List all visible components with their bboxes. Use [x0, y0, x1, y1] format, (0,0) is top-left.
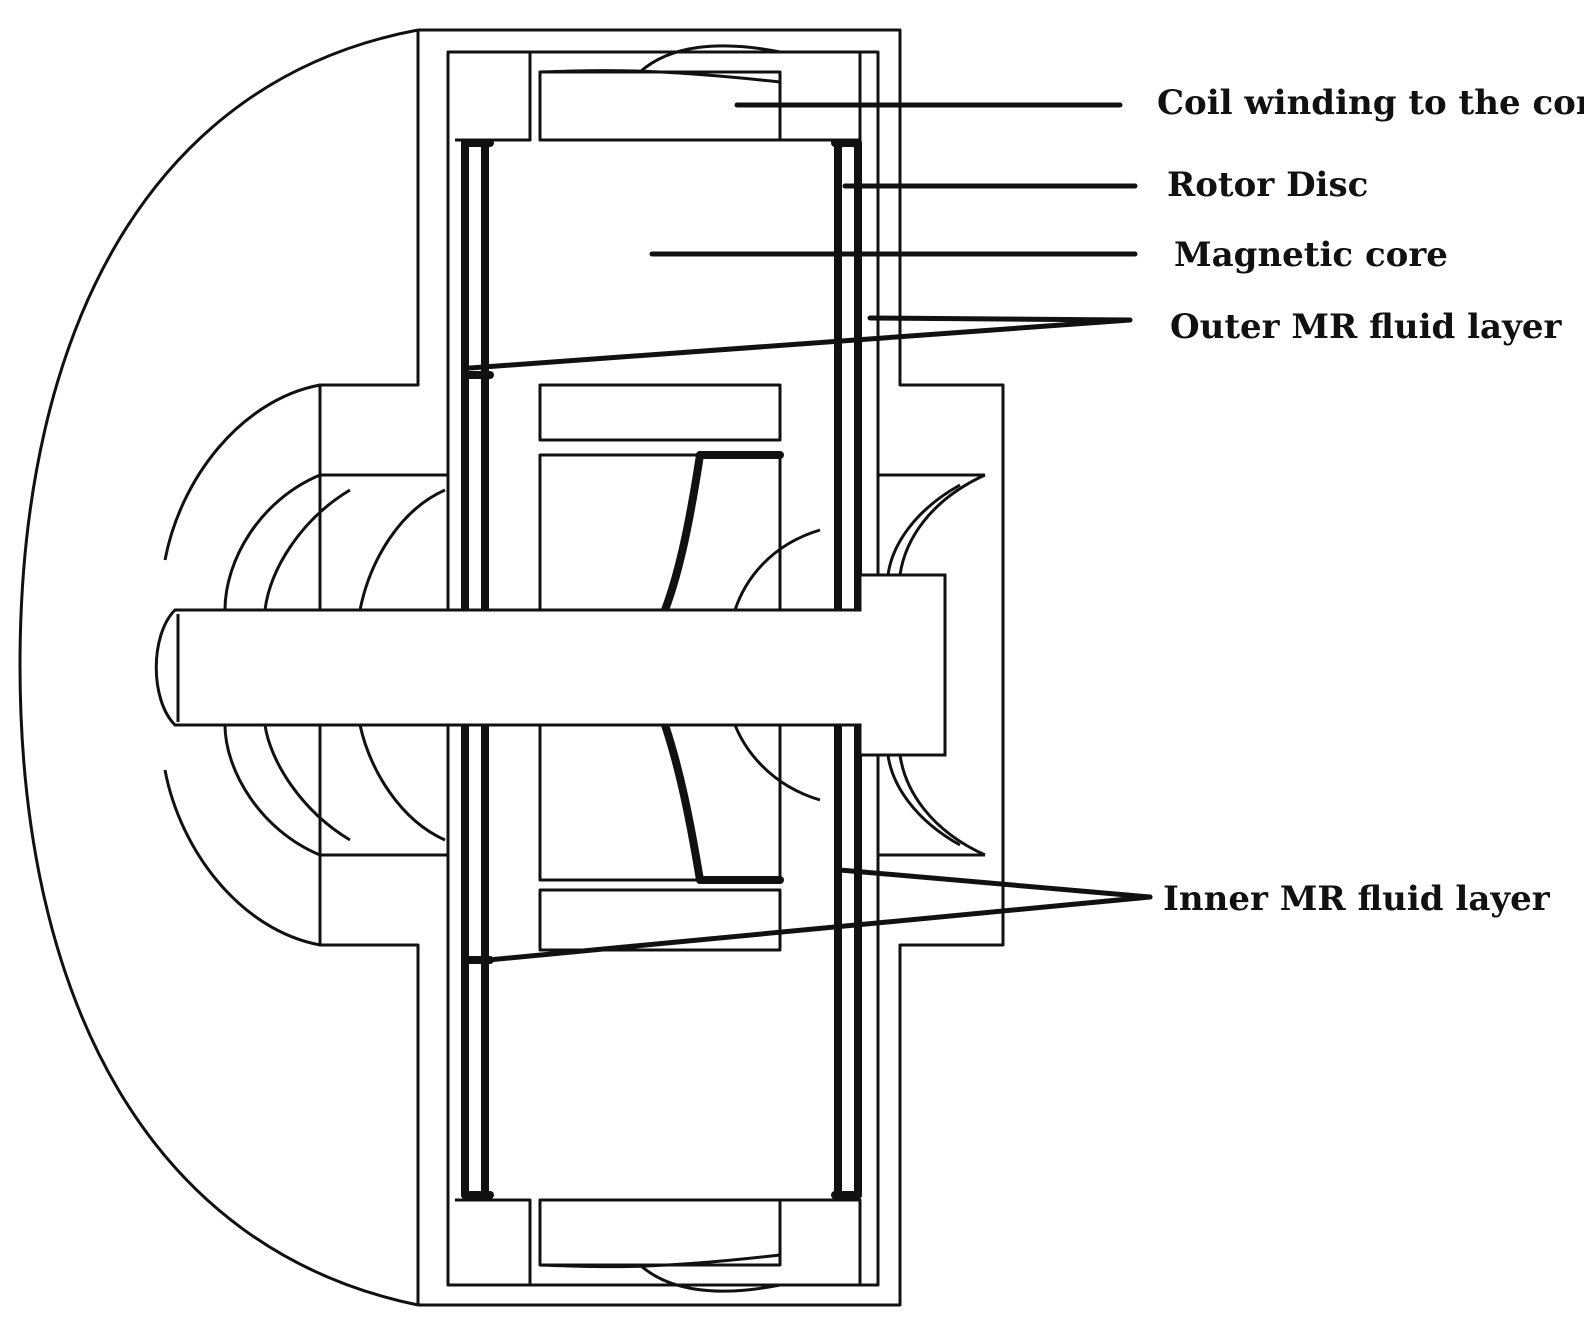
- inner-housing: [446, 50, 880, 1287]
- label-outer-mr-fluid-layer: Outer MR fluid layer: [1170, 307, 1562, 347]
- label-inner-mr-fluid-layer: Inner MR fluid layer: [1163, 879, 1551, 919]
- shaft: [154, 573, 947, 757]
- leader-lines: [467, 102, 1153, 963]
- label-magnetic-core: Magnetic core: [1174, 235, 1448, 275]
- bearings: [223, 473, 986, 857]
- label-rotor-disc: Rotor Disc: [1167, 165, 1368, 205]
- label-coil-winding: Coil winding to the core: [1157, 83, 1584, 123]
- coil-winding: [538, 44, 782, 1293]
